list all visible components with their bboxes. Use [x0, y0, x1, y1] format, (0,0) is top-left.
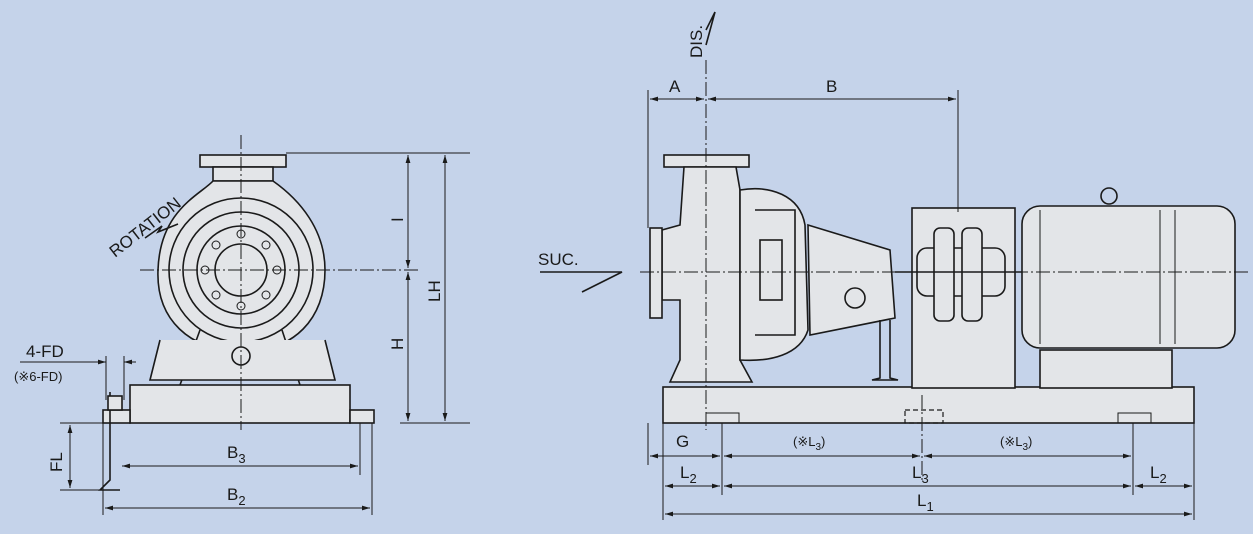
- svg-text:L3: L3: [912, 463, 929, 486]
- base-foot-right: [349, 409, 375, 424]
- dim-h-label: H: [388, 338, 407, 350]
- base-slot-2: [1117, 412, 1152, 424]
- coupling-half-left: [933, 227, 955, 322]
- dim-l1-sub: 1: [926, 499, 933, 514]
- svg-text:L2: L2: [1150, 463, 1167, 486]
- dim-l3-left-close: ): [821, 434, 825, 449]
- bearing-frame: [807, 223, 896, 336]
- dim-l3-mid-sub: 3: [921, 471, 928, 486]
- svg-text:(※L3): (※L3): [793, 434, 825, 453]
- dim-l2-left-sub: 2: [689, 471, 696, 486]
- svg-text:L1: L1: [917, 491, 934, 514]
- fd-alt-label: (※6-FD): [14, 369, 62, 384]
- front-view: ROTATION I H LH 4-FD (※6-FD) FL B3 B2: [14, 135, 470, 515]
- dim-b2-sub: 2: [238, 493, 245, 508]
- dim-g-label: G: [676, 432, 689, 451]
- dim-l2-right-sub: 2: [1159, 471, 1166, 486]
- base-foot-left: [102, 409, 131, 424]
- discharge-flange: [199, 154, 287, 168]
- fd-label: 4-FD: [26, 342, 64, 361]
- suc-label: SUC.: [538, 250, 579, 269]
- svg-text:B2: B2: [227, 485, 246, 508]
- oil-plug: [844, 287, 866, 309]
- pedestal: [148, 339, 337, 381]
- motor-base: [1039, 349, 1173, 389]
- frame-support: [871, 320, 899, 381]
- dim-l3-mid-label: L: [912, 463, 921, 482]
- dim-b3-sub: 3: [238, 451, 245, 466]
- dim-fl-label: FL: [47, 452, 66, 472]
- dim-l3-right-open: (※L: [1000, 434, 1022, 449]
- foundation-bolt: [98, 392, 120, 491]
- base-slot-hidden: [904, 409, 944, 424]
- svg-text:L2: L2: [680, 463, 697, 486]
- rotation-arrow: [144, 223, 179, 239]
- dim-l1-label: L: [917, 491, 926, 510]
- dis-marker: [705, 11, 716, 46]
- svg-text:(※L3): (※L3): [1000, 434, 1032, 453]
- side-view: DIS. SUC. A B G (※L3) (※L3) L2 L3 L2 L1: [538, 11, 1250, 520]
- svg-text:B3: B3: [227, 443, 246, 466]
- dim-lh-label: LH: [425, 280, 444, 302]
- dim-l3-left-open: (※L: [793, 434, 815, 449]
- dim-l3-left-sub: 3: [815, 442, 821, 453]
- common-base: [662, 386, 1195, 424]
- dim-i-label: I: [388, 217, 407, 222]
- dim-l3-right-sub: 3: [1022, 442, 1028, 453]
- motor-eyebolt: [1100, 187, 1118, 205]
- dim-a-label: A: [669, 77, 681, 96]
- dis-label: DIS.: [687, 25, 706, 58]
- dim-l2-right-label: L: [1150, 463, 1159, 482]
- suc-marker: [540, 271, 623, 293]
- dim-b3-label: B: [227, 443, 238, 462]
- side-volute: [661, 166, 754, 383]
- discharge-neck: [212, 166, 274, 182]
- dim-l3-right-close: ): [1028, 434, 1032, 449]
- bolt-nut: [107, 395, 123, 411]
- gland: [759, 239, 783, 301]
- motor-body: [1021, 205, 1236, 349]
- dim-b-label: B: [826, 77, 837, 96]
- dim-l2-left-label: L: [680, 463, 689, 482]
- base-plate: [129, 384, 351, 424]
- side-suction-flange: [649, 227, 663, 319]
- dim-b2-label: B: [227, 485, 238, 504]
- coupling-half-right: [961, 227, 983, 322]
